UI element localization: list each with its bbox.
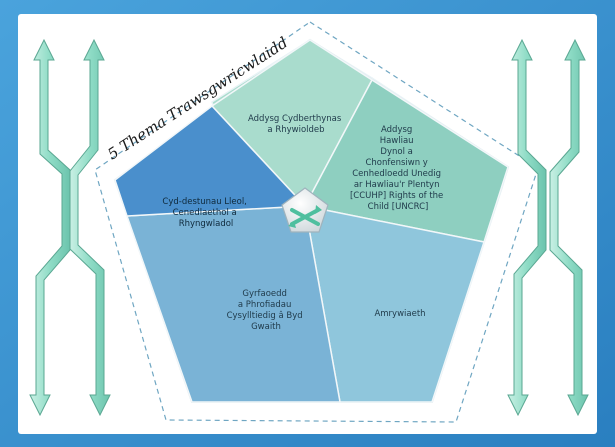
label-top: Addysg Cydberthynas a Rhywioldeb xyxy=(248,114,344,135)
right-arrows-icon xyxy=(507,38,589,417)
label-right-upper: Addysg Hawliau Dynol a Chonfensiwn y Cen… xyxy=(350,125,446,212)
dashed-outline xyxy=(94,21,539,423)
pentagon-wedges xyxy=(114,39,509,403)
left-arrows-icon xyxy=(29,38,111,417)
crossed-arrows-icon xyxy=(281,187,329,233)
label-left: Cyd-destunau Lleol, Cenedlaethol a Rhyng… xyxy=(162,197,249,229)
label-right-lower: Amrywiaeth xyxy=(374,309,425,319)
label-bottom: Gyrfaoedd a Phrofiadau Cysylltiedig â By… xyxy=(227,289,306,332)
wedge-left xyxy=(114,104,307,217)
